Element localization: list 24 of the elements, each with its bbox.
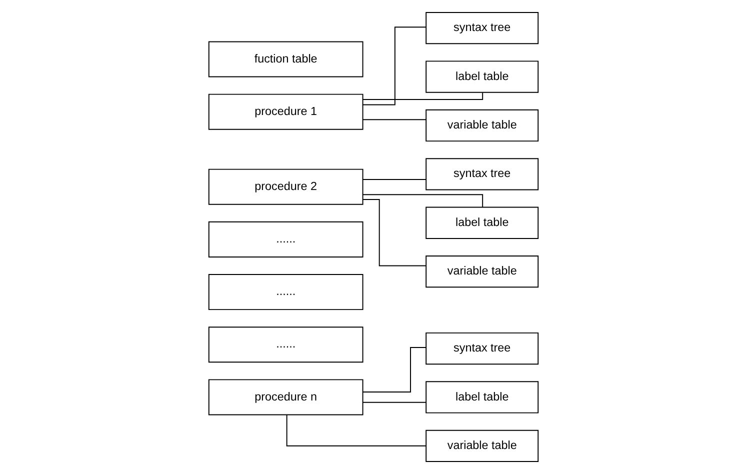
node-box: procedure 2: [208, 168, 363, 205]
node-box: label table: [425, 381, 538, 414]
connector: [362, 179, 426, 180]
node-box: ......: [208, 221, 363, 258]
node-box: syntax tree: [425, 332, 538, 365]
node-box: ......: [208, 326, 363, 363]
node-box: variable table: [425, 430, 538, 462]
node-box: procedure 1: [208, 94, 363, 130]
node-box: syntax tree: [425, 158, 538, 190]
connector: [362, 119, 426, 120]
node-box: variable table: [425, 256, 538, 288]
node-box: label table: [425, 60, 538, 93]
node-box: variable table: [425, 109, 538, 142]
node-box: syntax tree: [425, 12, 538, 44]
node-box: ......: [208, 274, 363, 310]
connector: [362, 92, 483, 100]
node-box: procedure n: [208, 379, 363, 416]
connector: [362, 26, 426, 106]
connector: [362, 402, 426, 403]
connector: [362, 199, 426, 266]
node-box: label table: [425, 206, 538, 239]
node-box: fuction table: [208, 41, 363, 78]
connector: [362, 347, 426, 393]
connector: [286, 414, 426, 446]
